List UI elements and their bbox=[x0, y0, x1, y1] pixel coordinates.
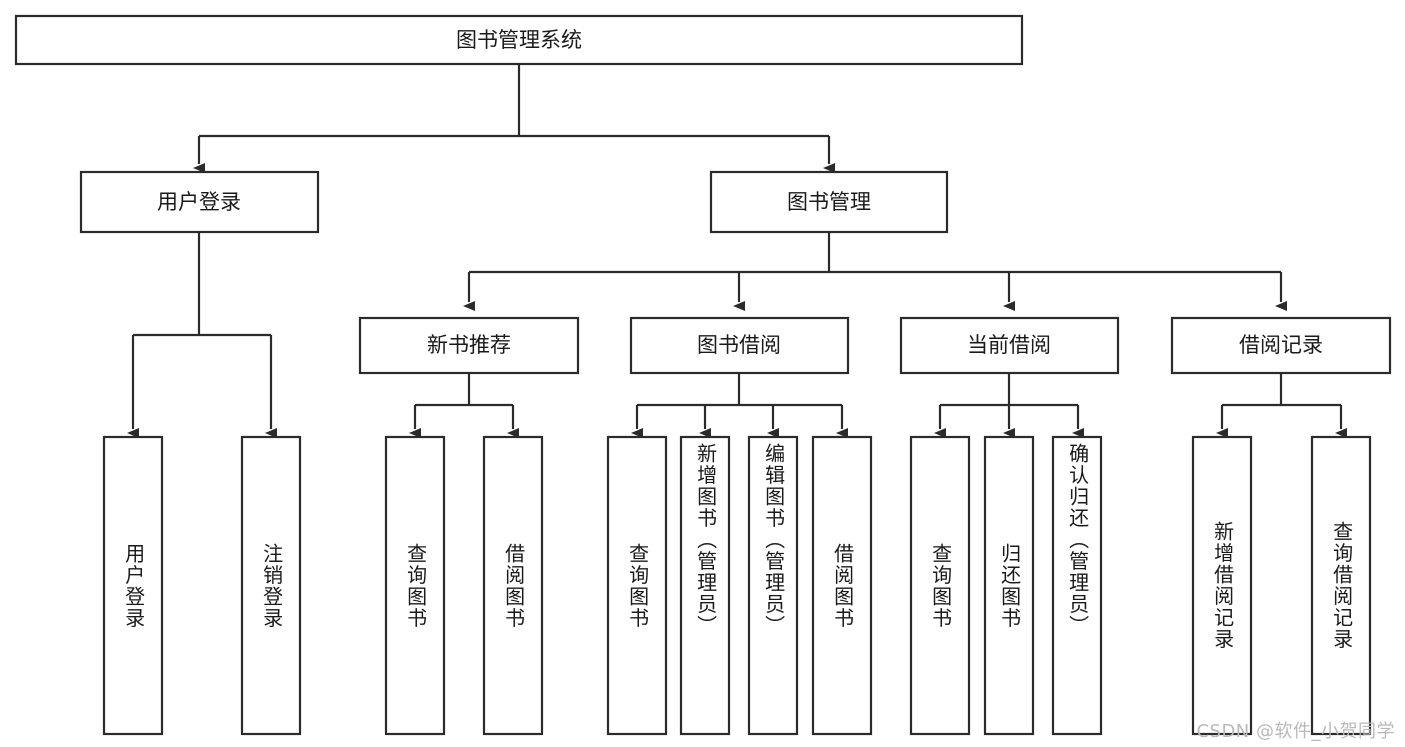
node-current-borrow[interactable]: 当前借阅 bbox=[899, 316, 1120, 375]
csdn-watermark: CSDN @软件_小贺同学 bbox=[1196, 721, 1395, 742]
leaf-box-user-login[interactable] bbox=[102, 435, 164, 736]
node-book-manage[interactable]: 图书管理 bbox=[709, 170, 949, 234]
leaf-box-logout[interactable] bbox=[240, 435, 302, 736]
node-new-book-recommend-box bbox=[358, 316, 580, 375]
node-borrow-records-box bbox=[1170, 316, 1392, 375]
leaf-box-nb-query[interactable] bbox=[384, 435, 446, 736]
node-user-login-label: 用户登录 bbox=[157, 190, 241, 214]
leaf-box-bb-add[interactable] bbox=[679, 435, 731, 736]
leaf-box-cb-confirm[interactable] bbox=[1051, 435, 1103, 736]
leaf-box-bb-query[interactable] bbox=[606, 435, 668, 736]
node-book-borrow[interactable]: 图书借阅 bbox=[629, 316, 850, 375]
leaf-box-bb-borrow[interactable] bbox=[811, 435, 873, 736]
node-book-manage-box bbox=[709, 170, 949, 234]
node-book-borrow-box bbox=[629, 316, 850, 375]
leaf-box-bb-edit[interactable] bbox=[747, 435, 799, 736]
node-root-label: 图书管理系统 bbox=[456, 28, 582, 52]
node-current-borrow-box bbox=[899, 316, 1120, 375]
node-new-book-recommend[interactable]: 新书推荐 bbox=[358, 316, 580, 375]
leaf-box-br-add[interactable] bbox=[1191, 435, 1253, 736]
leaf-box-nb-borrow[interactable] bbox=[482, 435, 544, 736]
leaf-box-cb-return[interactable] bbox=[983, 435, 1035, 736]
node-current-borrow-label: 当前借阅 bbox=[967, 333, 1051, 357]
node-root[interactable]: 图书管理系统 bbox=[14, 14, 1024, 66]
node-book-borrow-label: 图书借阅 bbox=[697, 333, 781, 357]
node-root-box bbox=[14, 14, 1024, 66]
node-user-login[interactable]: 用户登录 bbox=[79, 170, 320, 234]
node-new-book-recommend-label: 新书推荐 bbox=[427, 333, 511, 357]
node-borrow-records[interactable]: 借阅记录 bbox=[1170, 316, 1392, 375]
leaf-box-cb-query[interactable] bbox=[909, 435, 971, 736]
leaf-box-br-query[interactable] bbox=[1310, 435, 1372, 736]
node-book-manage-label: 图书管理 bbox=[787, 190, 871, 214]
node-borrow-records-label: 借阅记录 bbox=[1239, 333, 1323, 357]
